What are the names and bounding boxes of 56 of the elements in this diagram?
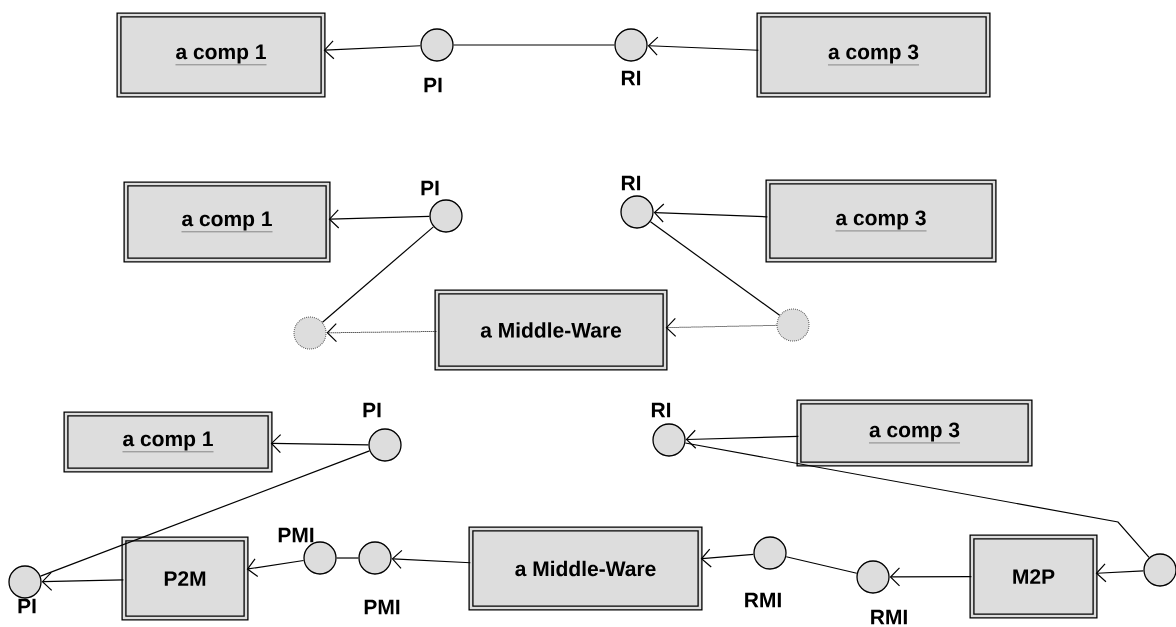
interface-circle	[620, 195, 654, 229]
interface-circle	[429, 199, 463, 233]
connector	[653, 203, 768, 223]
port-label: PI	[18, 598, 36, 614]
interface-circle	[293, 316, 327, 350]
connector	[391, 549, 471, 569]
interface-circle	[856, 560, 890, 594]
component-box: a Middle-Ware	[468, 526, 703, 611]
interface-circle	[776, 308, 810, 342]
connector	[39, 450, 371, 577]
component-box: a comp 1	[116, 12, 326, 98]
port-label: PI	[421, 180, 439, 196]
component-box: a comp 1	[63, 411, 273, 473]
connector	[336, 557, 359, 559]
connector	[889, 567, 972, 587]
interface-circle	[8, 565, 42, 599]
connector	[246, 558, 305, 578]
connector	[700, 548, 754, 568]
port-label: RI	[621, 175, 641, 191]
interface-circle	[420, 28, 454, 62]
component-box: P2M	[121, 536, 249, 621]
port-label: RI	[651, 402, 671, 418]
connector	[684, 442, 1150, 559]
port-label: RMI	[745, 592, 781, 608]
connector	[41, 571, 124, 592]
connector	[328, 209, 430, 229]
connector	[1095, 563, 1144, 583]
port-label: PI	[363, 402, 381, 418]
interface-circle	[303, 541, 337, 575]
interface-circle	[614, 28, 648, 62]
component-box: a comp 1	[123, 181, 331, 263]
component-box: M2P	[969, 534, 1098, 619]
interface-circle	[1143, 553, 1176, 587]
port-label: RI	[621, 70, 641, 86]
port-label: PI	[424, 77, 442, 93]
component-box: a comp 3	[796, 399, 1033, 467]
connector	[665, 317, 777, 338]
port-label: PMI	[278, 527, 314, 543]
connector	[685, 429, 799, 449]
connector	[647, 36, 759, 56]
component-box: a comp 3	[756, 12, 991, 98]
interface-circle	[358, 541, 392, 575]
connector	[326, 323, 437, 343]
connector	[453, 44, 615, 46]
port-label: RMI	[871, 609, 907, 625]
connector	[323, 40, 421, 60]
connector	[321, 226, 434, 323]
connector	[270, 433, 369, 454]
interface-circle	[652, 423, 686, 457]
component-box: a Middle-Ware	[434, 289, 668, 371]
connector	[785, 556, 858, 574]
connector	[649, 221, 781, 316]
component-box: a comp 3	[765, 179, 997, 263]
interface-circle	[368, 428, 402, 462]
interface-circle	[753, 536, 787, 570]
port-label: PMI	[364, 599, 400, 615]
